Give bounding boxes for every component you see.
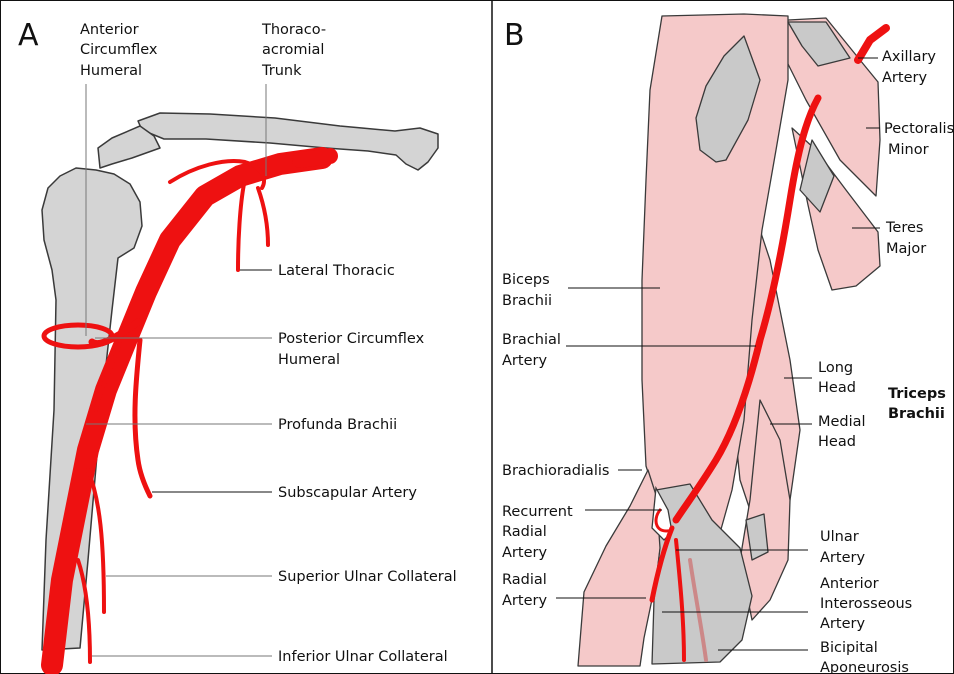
panel-a: A [18,18,457,665]
label-radial-artery: Radial Artery [502,572,551,609]
brachioradialis [578,470,664,666]
label-brachioradialis: Brachioradialis [502,463,609,479]
label-thoraco-acromial-trunk: Thoraco- acromial Trunk [261,22,331,79]
panel-a-letter: A [18,18,39,53]
label-lateral-thoracic: Lateral Thoracic [278,263,395,279]
subscapular-artery [135,340,150,496]
label-axillary-artery: Axillary Artery [882,49,941,86]
label-medial-head: Medial Head [818,414,870,450]
label-anterior-interosseous-artery: Anterior Interosseous Artery [820,576,917,632]
label-recurrent-radial-artery: Recurrent Radial Artery [502,504,577,561]
label-brachial-artery: Brachial Artery [502,332,566,369]
label-anterior-circumflex-humeral: Anterior Circumflex Humeral [80,22,162,79]
label-long-head: Long Head [818,360,858,396]
label-superior-ulnar-collateral: Superior Ulnar Collateral [278,569,457,585]
panel-b-letter: B [504,18,525,53]
muscles-b [578,14,880,666]
panel-b: B [502,14,954,674]
lateral-thoracic-branch-2 [258,188,268,245]
label-profunda-brachii: Profunda Brachii [278,417,397,433]
label-pectoralis-minor: Pectoralis Minor [884,121,954,158]
label-posterior-circumflex-humeral: Posterior Circumflex Humeral [278,331,429,368]
lateral-thoracic-artery [238,184,244,270]
axillary-trunk-taper [300,156,330,160]
label-subscapular-artery: Subscapular Artery [278,485,417,501]
label-triceps-brachii: Triceps Brachii [888,386,951,422]
label-teres-major: Teres Major [885,220,928,257]
label-inferior-ulnar-collateral: Inferior Ulnar Collateral [278,649,448,665]
label-ulnar-artery: Ulnar Artery [820,529,865,566]
label-biceps-brachii: Biceps Brachii [502,272,554,309]
label-bicipital-aponeurosis: Bicipital Aponeurosis [820,640,909,674]
